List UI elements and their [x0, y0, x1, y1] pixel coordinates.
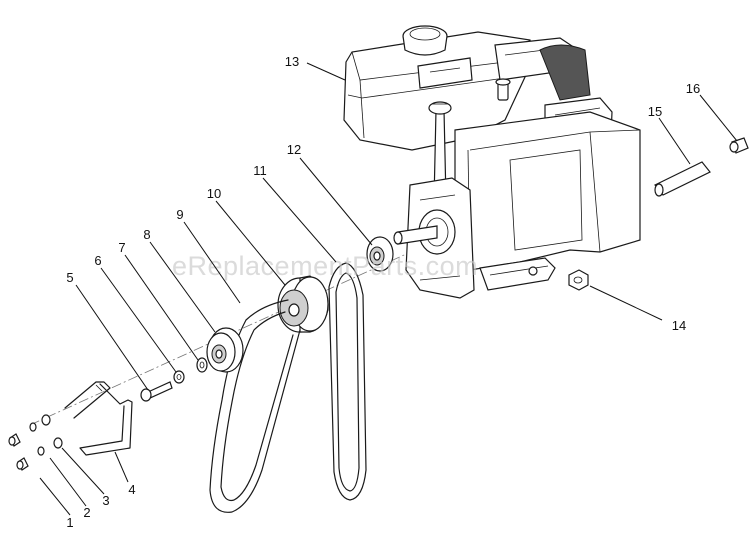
watermark: eReplacementParts.com [172, 251, 478, 281]
callout-11: 11 [253, 163, 267, 178]
callout-7: 7 [118, 240, 125, 255]
shaft-15 [654, 161, 711, 197]
leader-lines [39, 62, 738, 516]
callout-6: 6 [94, 253, 101, 268]
callout-16: 16 [686, 81, 700, 96]
screw-1-lower [16, 457, 29, 471]
spacer-7 [196, 357, 208, 373]
pulley-12 [366, 236, 394, 272]
callout-8: 8 [143, 227, 150, 242]
callout-3: 3 [102, 493, 109, 508]
washer-6 [173, 370, 185, 384]
engine-assembly [343, 25, 641, 299]
drive-axis-centerline [29, 224, 471, 426]
pulley-10 [277, 275, 329, 333]
nut-14 [568, 269, 589, 291]
callout-1: 1 [66, 515, 73, 530]
bolt-5 [140, 381, 173, 402]
bracket-4 [64, 381, 133, 456]
callout-15: 15 [648, 104, 662, 119]
belt-9-inner [220, 311, 294, 502]
idler-pulley-8 [206, 327, 244, 373]
callout-4: 4 [128, 482, 135, 497]
callout-2: 2 [83, 505, 90, 520]
callout-5: 5 [66, 270, 73, 285]
belt-11 [328, 262, 367, 501]
callout-14: 14 [672, 318, 686, 333]
callout-12: 12 [287, 142, 301, 157]
screw-1-upper [8, 433, 21, 447]
callout-9: 9 [176, 207, 183, 222]
washer-2-lower [37, 446, 45, 456]
bushing-16 [729, 137, 749, 154]
callout-13: 13 [285, 54, 299, 69]
belt-9 [209, 299, 301, 513]
callout-10: 10 [207, 186, 221, 201]
belt-11-inner [335, 272, 360, 492]
spacer-3-upper [41, 414, 51, 426]
washer-2-upper [29, 422, 37, 432]
spacer-3-lower [53, 437, 63, 449]
